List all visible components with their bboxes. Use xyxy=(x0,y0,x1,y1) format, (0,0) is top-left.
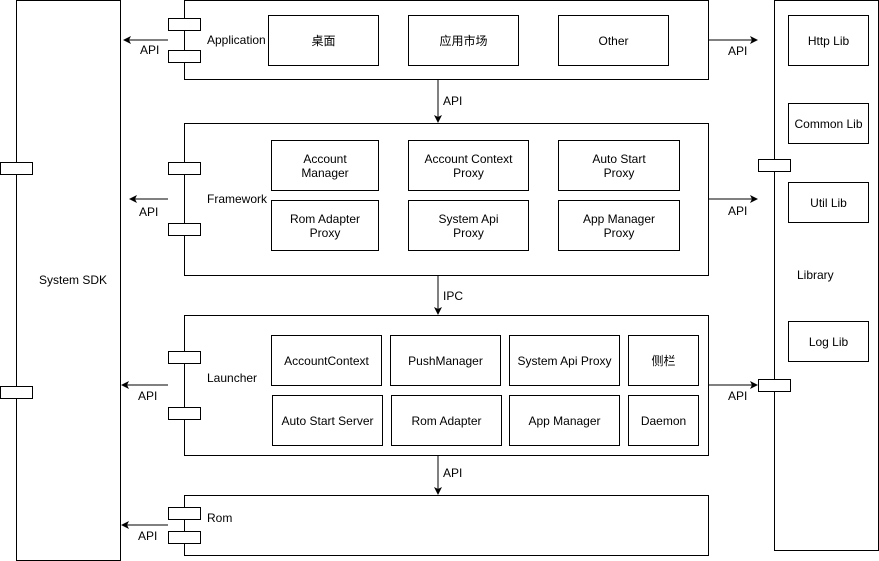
api-label-launcher-rom: API xyxy=(443,466,463,480)
system-sdk-port xyxy=(0,162,33,175)
framework-item-app-manager-proxy: App Manager Proxy xyxy=(558,200,680,251)
launcher-port xyxy=(168,351,201,364)
api-label-launcher-right: API xyxy=(728,389,748,403)
library-item-common-lib: Common Lib xyxy=(788,103,869,144)
framework-item-system-api-proxy: System Api Proxy xyxy=(408,200,529,251)
application-item-desktop: 桌面 xyxy=(268,15,379,66)
framework-label: Framework xyxy=(207,192,268,206)
ipc-label-framework-launcher: IPC xyxy=(443,289,464,303)
launcher-item-rom-adapter: Rom Adapter xyxy=(391,395,502,446)
framework-port xyxy=(168,223,201,236)
framework-item-account-context-proxy: Account Context Proxy xyxy=(408,140,529,191)
launcher-item-app-manager: App Manager xyxy=(509,395,620,446)
api-label-app-framework: API xyxy=(443,94,463,108)
application-port xyxy=(168,50,201,63)
rom-port xyxy=(168,531,201,544)
api-label-framework-left: API xyxy=(139,205,159,219)
framework-item-auto-start-proxy: Auto Start Proxy xyxy=(558,140,680,191)
api-label-launcher-left: API xyxy=(138,389,158,403)
library-box xyxy=(774,0,879,551)
library-port xyxy=(758,379,791,392)
framework-item-rom-adapter-proxy: Rom Adapter Proxy xyxy=(271,200,379,251)
system-sdk-label: System SDK xyxy=(39,273,108,287)
application-port xyxy=(168,18,201,31)
library-item-util-lib: Util Lib xyxy=(788,182,869,223)
launcher-item-daemon: Daemon xyxy=(628,395,699,446)
library-port xyxy=(758,159,791,172)
application-label: Application xyxy=(207,33,266,47)
framework-port xyxy=(168,162,201,175)
application-item-app-market: 应用市场 xyxy=(408,15,519,66)
launcher-item-account-context: AccountContext xyxy=(271,335,382,386)
system-sdk-box xyxy=(16,0,121,561)
api-label-app-right: API xyxy=(728,44,748,58)
application-item-other: Other xyxy=(558,15,669,66)
library-item-log-lib: Log Lib xyxy=(788,321,869,362)
library-label: Library xyxy=(797,268,834,282)
framework-item-account-manager: Account Manager xyxy=(271,140,379,191)
rom-port xyxy=(168,507,201,520)
api-label-framework-right: API xyxy=(728,204,748,218)
api-label-rom-left: API xyxy=(138,529,158,543)
system-sdk-port xyxy=(0,386,33,399)
launcher-label: Launcher xyxy=(207,371,258,385)
launcher-port xyxy=(168,407,201,420)
library-item-http-lib: Http Lib xyxy=(788,15,869,66)
rom-layer xyxy=(184,495,709,556)
launcher-item-push-manager: PushManager xyxy=(390,335,501,386)
launcher-item-sidebar: 侧栏 xyxy=(628,335,699,386)
launcher-item-auto-start-server: Auto Start Server xyxy=(272,395,383,446)
rom-label: Rom xyxy=(207,511,233,525)
launcher-item-system-api-proxy: System Api Proxy xyxy=(509,335,620,386)
api-label-app-left: API xyxy=(140,43,160,57)
